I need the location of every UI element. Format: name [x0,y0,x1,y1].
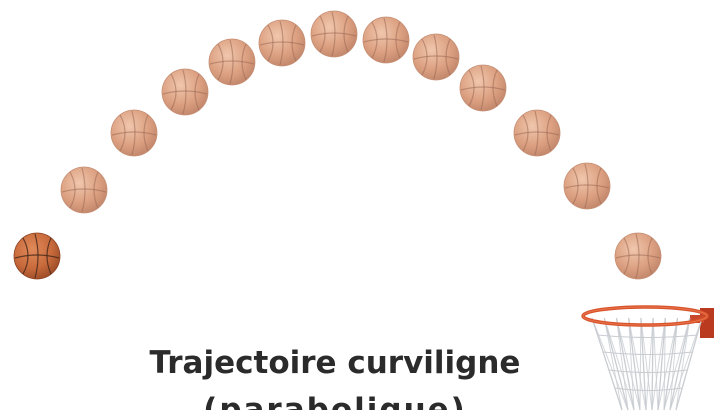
basketball-icon [61,167,107,213]
basketball-icon [311,11,357,57]
basketball-icon [564,163,610,209]
basketball-icon [162,69,208,115]
basketball-icon [14,233,60,279]
caption-title: Trajectoire curviligne [0,345,670,381]
basketball-icon [460,65,506,111]
ball-trajectory [14,11,661,279]
basketball-icon [363,17,409,63]
caption-subtitle: (parabolique) [0,392,670,410]
basketball-icon [615,233,661,279]
basketball-icon [514,110,560,156]
basketball-icon [259,20,305,66]
basketball-icon [111,110,157,156]
basketball-icon [209,39,255,85]
basketball-icon [413,34,459,80]
